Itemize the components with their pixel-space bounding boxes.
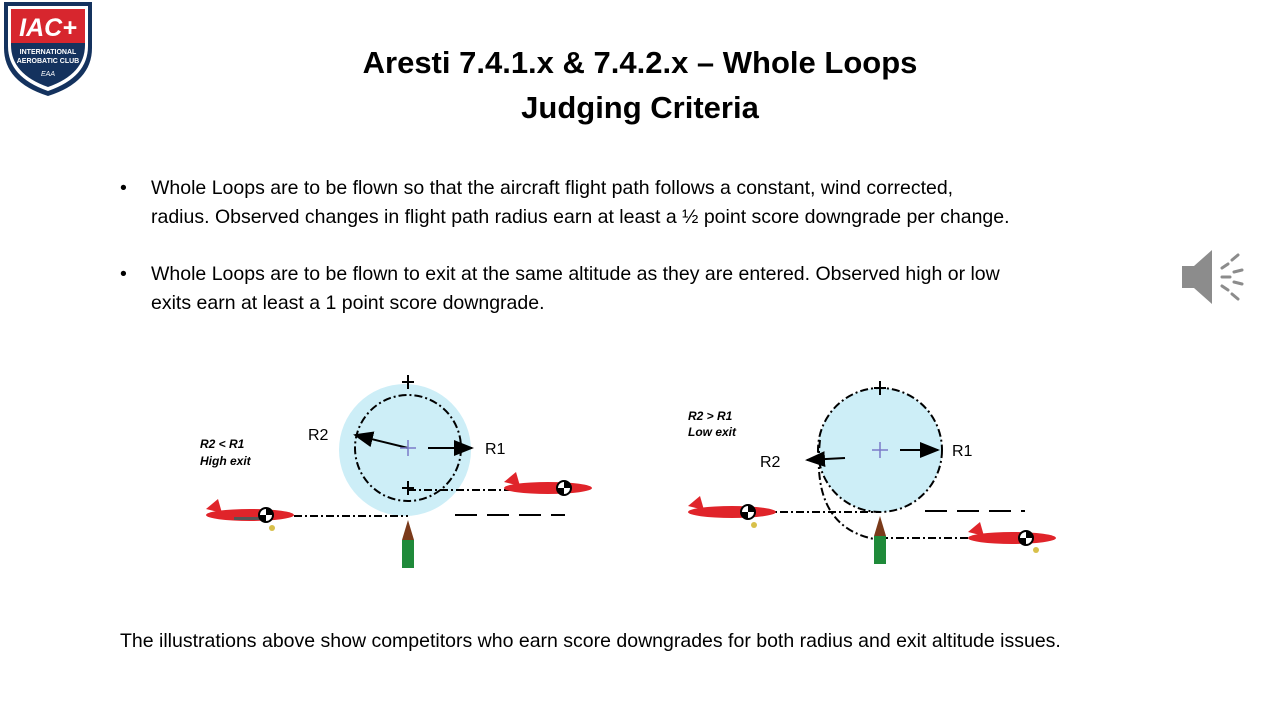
bullet-item: • Whole Loops are to be flown to exit at… — [120, 260, 1160, 318]
apex-mark — [402, 375, 414, 389]
loop-diagram: R2 R1 R2 < R1 High exit — [200, 375, 1056, 568]
bullet-marker: • — [120, 263, 127, 285]
logo-subtext-1: INTERNATIONAL — [20, 49, 77, 56]
bullet-item: • Whole Loops are to be flown so that th… — [120, 174, 1160, 232]
r2-arrow — [805, 451, 846, 468]
aircraft-icon — [688, 496, 776, 528]
bullet-text-line: Whole Loops are to be flown to exit at t… — [151, 263, 1000, 285]
slide-title: Aresti 7.4.1.x & 7.4.2.x – Whole Loops J… — [240, 40, 1040, 130]
slide-caption: The illustrations above show competitors… — [120, 630, 1061, 652]
r2-arrow — [353, 431, 409, 449]
centre-mark — [872, 442, 888, 458]
aircraft-icon — [968, 522, 1056, 553]
bullet-list: • Whole Loops are to be flown so that th… — [120, 174, 1160, 346]
bullet-text-line: radius. Observed changes in flight path … — [151, 206, 1010, 228]
judge-marker — [402, 520, 414, 568]
judge-marker — [874, 516, 886, 564]
bullet-text-line: Whole Loops are to be flown so that the … — [151, 177, 954, 199]
iac-logo: IAC+ INTERNATIONAL AEROBATIC CLUB EAA — [4, 2, 92, 96]
centre-mark — [400, 440, 416, 456]
r1-label: R1 — [952, 443, 973, 460]
logo-mark: EAA — [41, 71, 55, 78]
case-label: R2 < R1 — [200, 437, 245, 451]
title-line-1: Aresti 7.4.1.x & 7.4.2.x – Whole Loops — [362, 45, 918, 80]
title-line-2: Judging Criteria — [521, 90, 759, 125]
exit-mark — [402, 481, 414, 495]
high-exit-figure: R2 R1 R2 < R1 High exit — [200, 375, 592, 568]
speaker-icon[interactable] — [1178, 246, 1246, 308]
logo-subtext-2: AEROBATIC CLUB — [17, 58, 79, 65]
r2-label: R2 — [760, 454, 781, 471]
case-label: High exit — [200, 454, 252, 468]
case-label: R2 > R1 — [688, 409, 733, 423]
low-exit-figure: R2 R1 R2 > R1 Low exit — [688, 381, 1056, 564]
bullet-text-line: exits earn at least a 1 point score down… — [151, 292, 545, 314]
aircraft-icon — [504, 472, 592, 496]
loop-shape — [339, 384, 471, 516]
case-label: Low exit — [688, 425, 737, 439]
logo-text: IAC+ — [19, 14, 77, 42]
aircraft-icon — [206, 499, 294, 531]
r1-label: R1 — [485, 441, 506, 458]
bullet-marker: • — [120, 177, 127, 199]
r2-label: R2 — [308, 427, 329, 444]
apex-mark — [874, 381, 886, 395]
